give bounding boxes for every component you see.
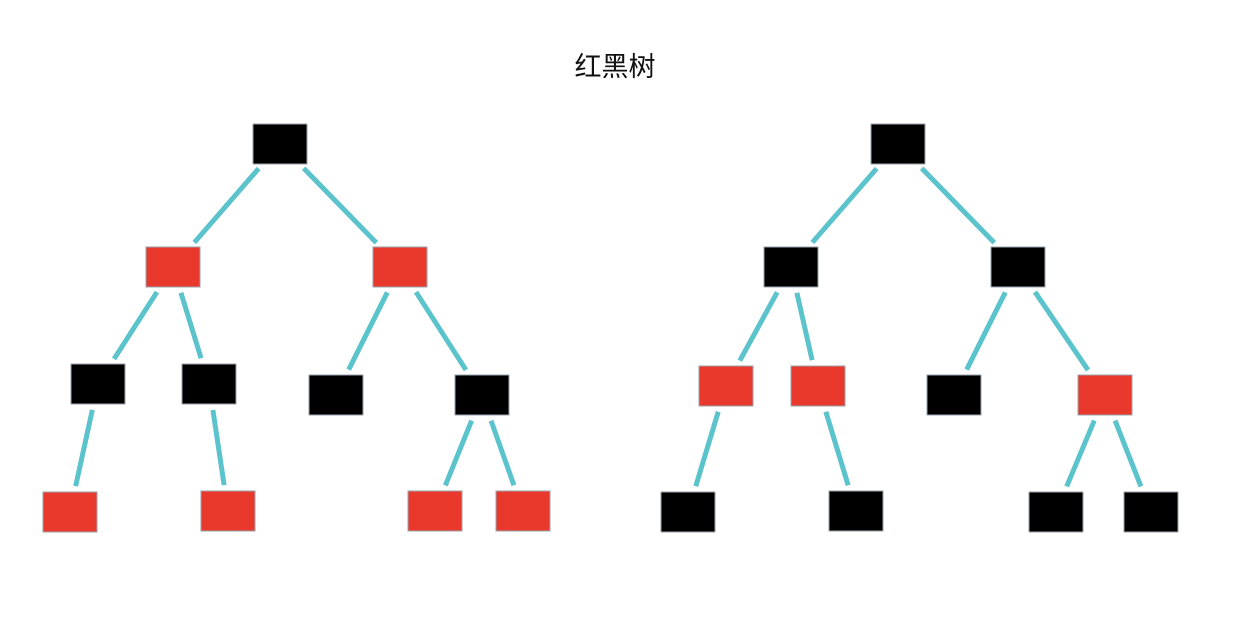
nodes-layer xyxy=(42,123,1179,533)
left-tree-edge-n2-n5 xyxy=(178,291,204,360)
right-tree-edge-m7-m11 xyxy=(1112,419,1144,488)
right-tree-node-m1-black xyxy=(870,123,926,165)
left-tree-node-n10-red xyxy=(407,490,463,532)
left-tree-node-n7-black xyxy=(454,374,510,416)
right-tree-node-m6-black xyxy=(926,374,982,416)
right-tree-node-m8-black xyxy=(660,491,716,533)
right-tree-edge-m3-m7 xyxy=(1032,290,1091,372)
left-tree-edge-n4-n8 xyxy=(73,409,95,487)
right-tree-edge-m7-m10 xyxy=(1064,419,1097,488)
left-tree-edge-n1-n3 xyxy=(301,166,379,245)
edges-layer xyxy=(73,166,1144,488)
left-tree-node-n6-black xyxy=(308,374,364,416)
right-tree-node-m2-black xyxy=(763,246,819,288)
right-tree-edge-m1-m3 xyxy=(919,166,997,245)
right-tree-edge-m2-m5 xyxy=(794,292,815,361)
left-tree-edge-n3-n7 xyxy=(413,290,469,372)
right-tree-node-m9-black xyxy=(828,490,884,532)
left-tree-node-n2-red xyxy=(145,246,201,288)
left-tree-node-n8-red xyxy=(42,491,98,533)
left-tree-node-n3-red xyxy=(372,246,428,288)
left-tree-node-n9-red xyxy=(200,490,256,532)
right-tree-edge-m4-m8 xyxy=(693,411,721,487)
left-tree-edge-n5-n9 xyxy=(210,409,227,486)
right-tree-edge-m2-m4 xyxy=(737,291,780,362)
right-tree-edge-m5-m9 xyxy=(823,411,851,486)
left-tree-edge-n1-n2 xyxy=(192,166,261,245)
right-tree-edge-m1-m2 xyxy=(810,166,879,245)
left-tree-edge-n7-n11 xyxy=(488,419,517,487)
right-tree-node-m7-red xyxy=(1077,374,1133,416)
right-tree-edge-m3-m6 xyxy=(964,291,1008,371)
left-tree-node-n1-black xyxy=(252,123,308,165)
right-tree-node-m4-red xyxy=(698,365,754,407)
left-tree-edge-n2-n4 xyxy=(111,290,160,361)
right-tree-node-m5-red xyxy=(790,365,846,407)
left-tree-edge-n7-n10 xyxy=(443,419,474,487)
diagram-title: 红黑树 xyxy=(574,52,656,83)
right-tree-node-m11-black xyxy=(1123,491,1179,533)
left-tree-node-n4-black xyxy=(70,363,126,405)
left-tree-edge-n3-n6 xyxy=(346,291,390,371)
left-tree-node-n5-black xyxy=(181,363,237,405)
right-tree-node-m10-black xyxy=(1028,491,1084,533)
left-tree-node-n11-red xyxy=(495,490,551,532)
right-tree-node-m3-black xyxy=(990,246,1046,288)
